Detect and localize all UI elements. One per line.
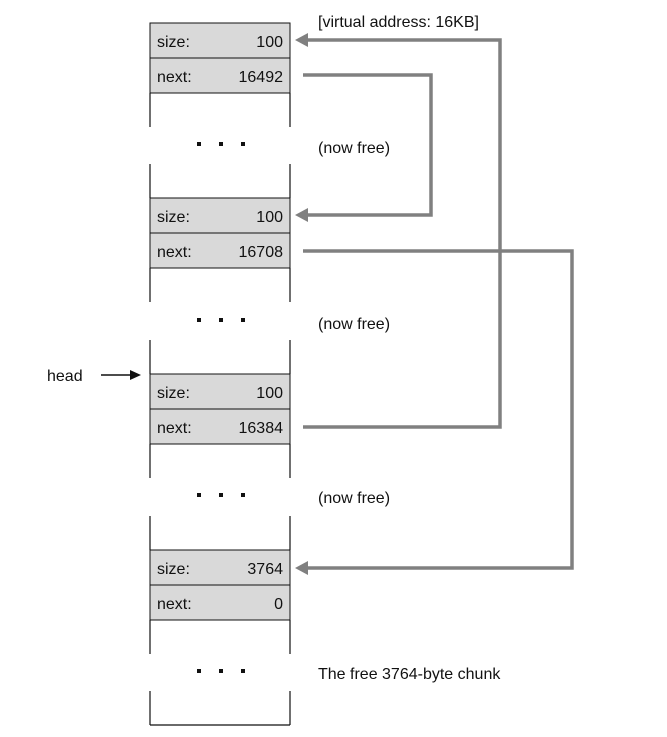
chunk-1-ellipsis — [197, 142, 245, 146]
chunk-3-next-cell — [149, 408, 291, 445]
chunk-2-size-cell — [149, 197, 291, 234]
chunk-1-next-value: 16492 — [239, 69, 284, 86]
chunk-3-note: (now free) — [318, 490, 390, 507]
chunk-4-size-value: 3764 — [247, 561, 283, 578]
virtual-address-label: [virtual address: 16KB] — [318, 14, 479, 31]
chunk-2-size-value: 100 — [256, 209, 283, 226]
head-label: head — [47, 368, 83, 385]
chunk-3-size-value: 100 — [256, 385, 283, 402]
chunk-3-size-label: size: — [157, 385, 190, 402]
chunk-4-ellipsis — [197, 669, 245, 673]
head-arrow — [101, 370, 141, 380]
chunk-4-note: The free 3764-byte chunk — [318, 666, 501, 683]
chunk-2-size-label: size: — [157, 209, 190, 226]
chunk-3: size: 100 next: 16384 (now free) — [149, 373, 390, 550]
pointer-chunk3-to-chunk1 — [295, 33, 502, 429]
chunk-3-next-label: next: — [157, 420, 192, 437]
chunk-2-note: (now free) — [318, 316, 390, 333]
chunk-4-next-value: 0 — [274, 596, 283, 613]
chunk-2-next-value: 16708 — [239, 244, 284, 261]
chunk-2-next-cell — [149, 232, 291, 269]
chunk-3-ellipsis — [197, 493, 245, 497]
chunk-3-next-value: 16384 — [239, 420, 284, 437]
chunk-1-note: (now free) — [318, 140, 390, 157]
chunk-1: size: 100 next: 16492 (now free) — [149, 22, 390, 198]
chunk-4-next-cell — [149, 584, 291, 621]
chunk-4-size-cell — [149, 549, 291, 586]
chunk-4-next-label: next: — [157, 596, 192, 613]
chunk-4-size-label: size: — [157, 561, 190, 578]
chunk-4: size: 3764 next: 0 The free 3764-byte ch… — [149, 549, 501, 726]
chunk-1-size-value: 100 — [256, 34, 283, 51]
chunk-2-ellipsis — [197, 318, 245, 322]
chunk-1-size-label: size: — [157, 34, 190, 51]
pointer-chunk2-to-chunk4 — [295, 249, 574, 575]
pointer-chunk1-to-chunk2 — [295, 73, 433, 222]
chunk-2-next-label: next: — [157, 244, 192, 261]
chunk-2: size: 100 next: 16708 (now free) — [149, 197, 390, 374]
chunk-1-next-label: next: — [157, 69, 192, 86]
chunk-1-next-cell — [149, 57, 291, 94]
